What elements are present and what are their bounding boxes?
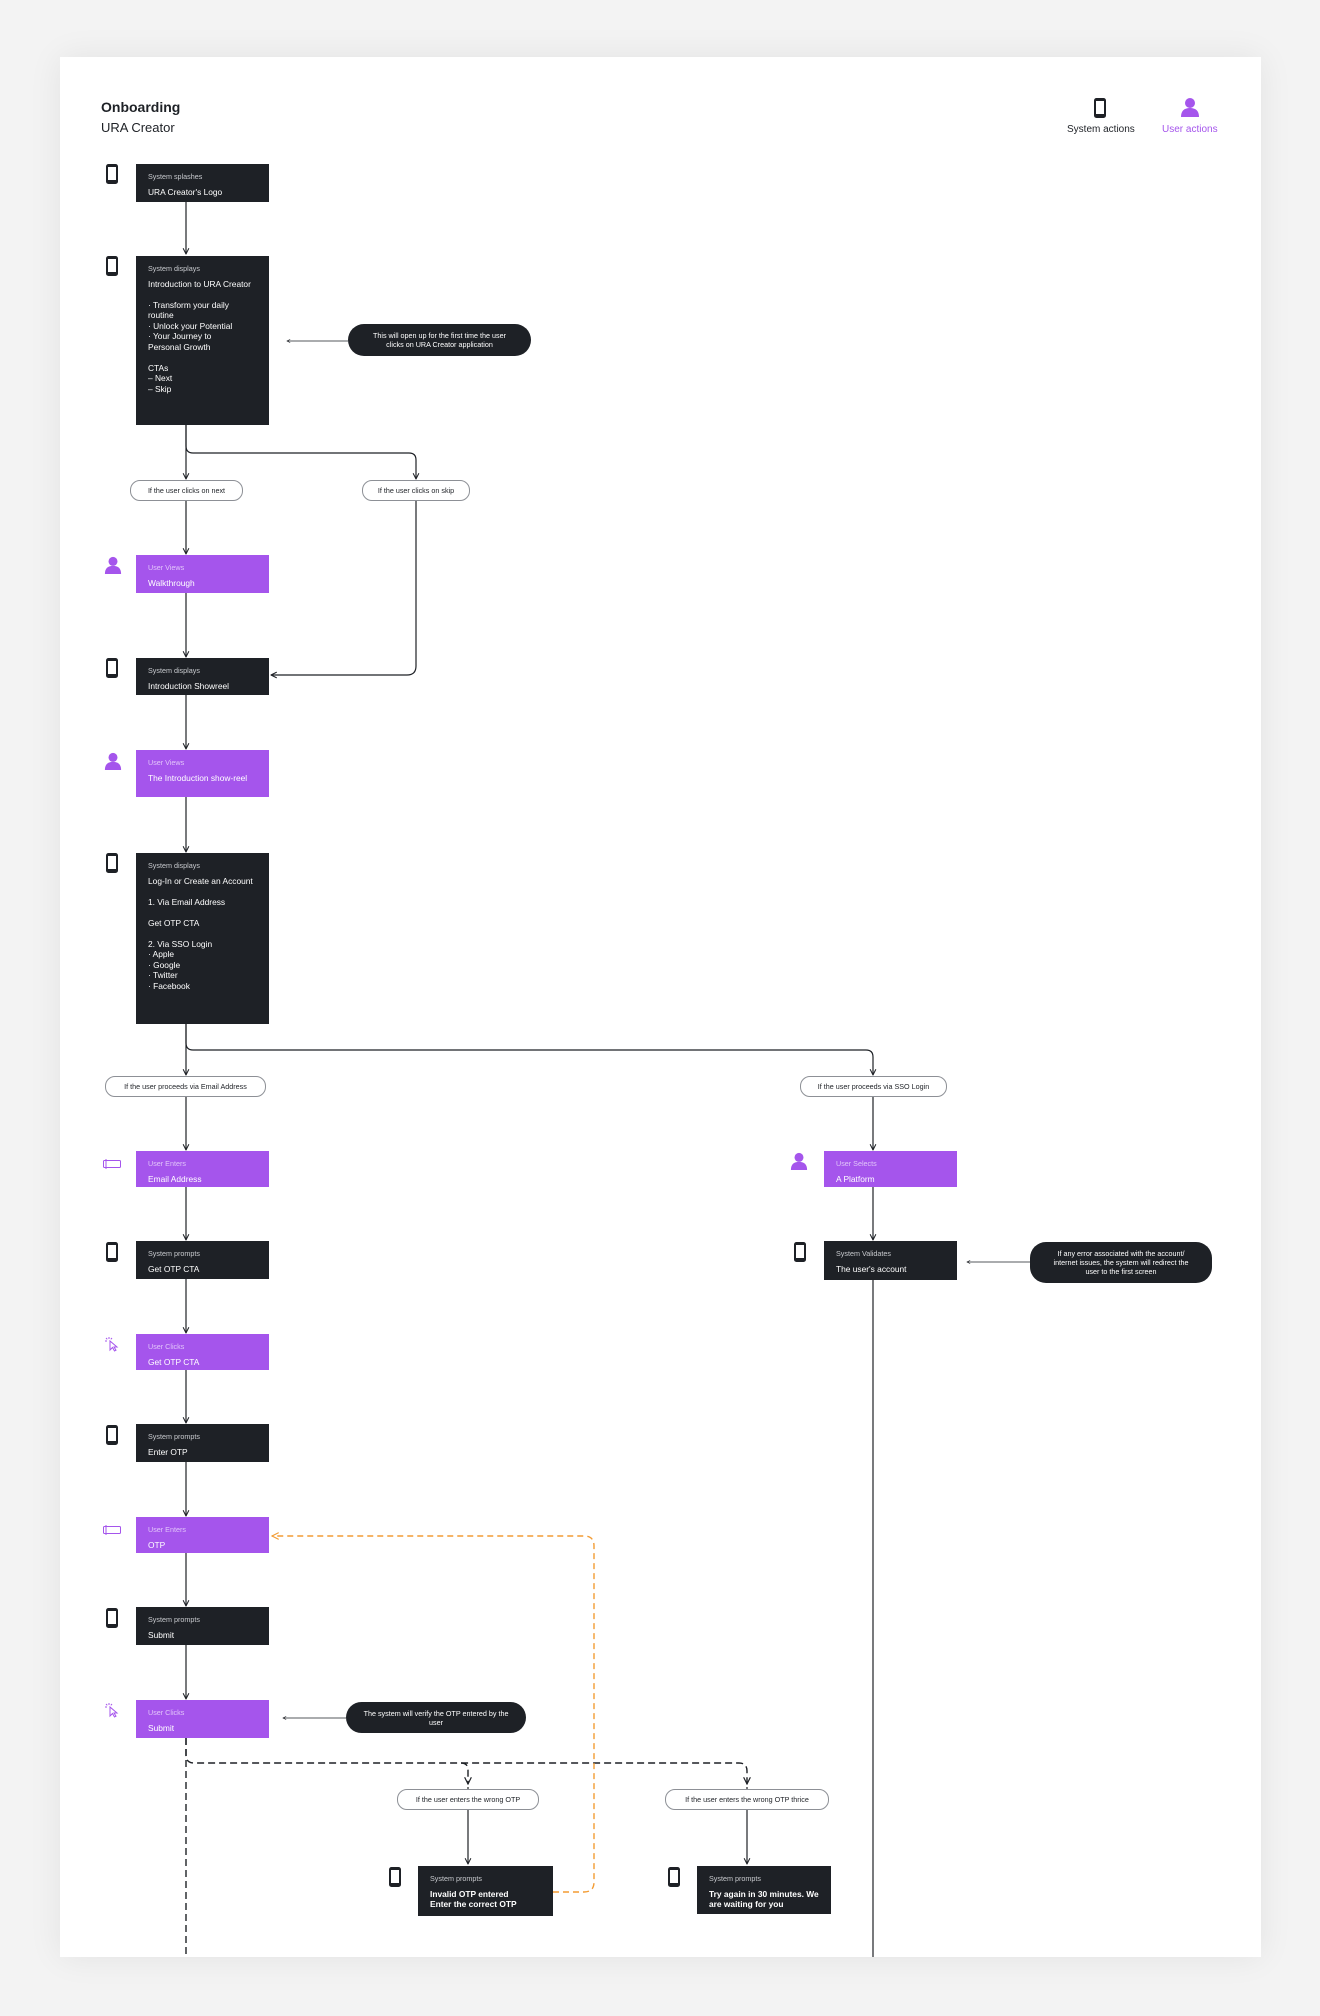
node-text: Walkthrough bbox=[148, 577, 195, 588]
phone-icon bbox=[667, 1866, 681, 1893]
node-text: The Introduction show-reel bbox=[148, 772, 248, 783]
node-label: System displays bbox=[148, 666, 200, 675]
phone-icon bbox=[105, 1424, 119, 1451]
phone-icon bbox=[793, 1241, 807, 1268]
node-label: System prompts bbox=[709, 1874, 761, 1883]
node-text: Enter OTP bbox=[148, 1446, 188, 1457]
node-label: User Clicks bbox=[148, 1342, 185, 1351]
node-label: User Views bbox=[148, 758, 185, 767]
node-text: A Platform bbox=[836, 1173, 875, 1184]
node-label: System prompts bbox=[148, 1432, 200, 1441]
condition-wrong-thrice: If the user enters the wrong OTP thrice bbox=[665, 1789, 829, 1810]
node-label: System splashes bbox=[148, 172, 203, 181]
node-label: System prompts bbox=[148, 1615, 200, 1624]
node-text: OTP bbox=[148, 1539, 166, 1550]
user-icon bbox=[1180, 97, 1200, 122]
node-text: Submit bbox=[148, 1629, 175, 1640]
user-icon bbox=[790, 1152, 808, 1175]
phone-icon bbox=[1093, 97, 1107, 124]
note-first-time: This will open up for the first time the… bbox=[348, 324, 531, 356]
node-label: User Clicks bbox=[148, 1708, 185, 1717]
condition-next: If the user clicks on next bbox=[130, 480, 243, 501]
phone-icon bbox=[388, 1866, 402, 1893]
legend-system-label: System actions bbox=[1067, 124, 1135, 135]
node-label: System prompts bbox=[148, 1249, 200, 1258]
node-label: User Enters bbox=[148, 1525, 186, 1534]
condition-email: If the user proceeds via Email Address bbox=[105, 1076, 266, 1097]
node-select-platform: User Selects A Platform bbox=[824, 1151, 957, 1187]
node-text: Submit bbox=[148, 1722, 175, 1733]
page-subtitle: URA Creator bbox=[101, 120, 175, 135]
page-title: Onboarding bbox=[101, 99, 181, 115]
node-text: Email Address bbox=[148, 1173, 202, 1184]
node-label: User Enters bbox=[148, 1159, 186, 1168]
node-label: System displays bbox=[148, 264, 200, 273]
node-label: System displays bbox=[148, 861, 200, 870]
phone-icon bbox=[105, 163, 119, 190]
node-label: User Selects bbox=[836, 1159, 877, 1168]
phone-icon bbox=[105, 1241, 119, 1268]
node-text: Get OTP CTA bbox=[148, 1356, 200, 1367]
note-error-redirect: If any error associated with the account… bbox=[1030, 1242, 1212, 1283]
legend-user-label: User actions bbox=[1162, 124, 1218, 135]
node-text: Introduction to URA Creator · Transform … bbox=[148, 278, 251, 394]
user-icon bbox=[104, 556, 122, 579]
condition-skip: If the user clicks on skip bbox=[362, 480, 470, 501]
node-text: URA Creator's Logo bbox=[148, 186, 223, 197]
node-text: The user's account bbox=[836, 1263, 907, 1274]
node-text: Introduction Showreel bbox=[148, 680, 230, 691]
user-icon bbox=[104, 752, 122, 775]
cursor-click-icon bbox=[104, 1336, 120, 1357]
input-field-icon bbox=[103, 1523, 121, 1541]
phone-icon bbox=[105, 255, 119, 282]
phone-icon bbox=[105, 657, 119, 684]
note-verify-otp: The system will verify the OTP entered b… bbox=[346, 1702, 526, 1733]
condition-wrong-otp: If the user enters the wrong OTP bbox=[397, 1789, 539, 1810]
phone-icon bbox=[105, 852, 119, 879]
node-label: System Validates bbox=[836, 1249, 891, 1258]
input-field-icon bbox=[103, 1157, 121, 1175]
cursor-click-icon bbox=[104, 1702, 120, 1723]
condition-sso: If the user proceeds via SSO Login bbox=[800, 1076, 947, 1097]
node-text: Log-In or Create an Account 1. Via Email… bbox=[148, 875, 253, 991]
phone-icon bbox=[105, 1607, 119, 1634]
node-text: Get OTP CTA bbox=[148, 1263, 200, 1274]
node-text: Invalid OTP entered Enter the correct OT… bbox=[430, 1888, 517, 1910]
node-text: Try again in 30 minutes. We are waiting … bbox=[709, 1888, 819, 1910]
node-label: User Views bbox=[148, 563, 185, 572]
node-label: System prompts bbox=[430, 1874, 482, 1883]
